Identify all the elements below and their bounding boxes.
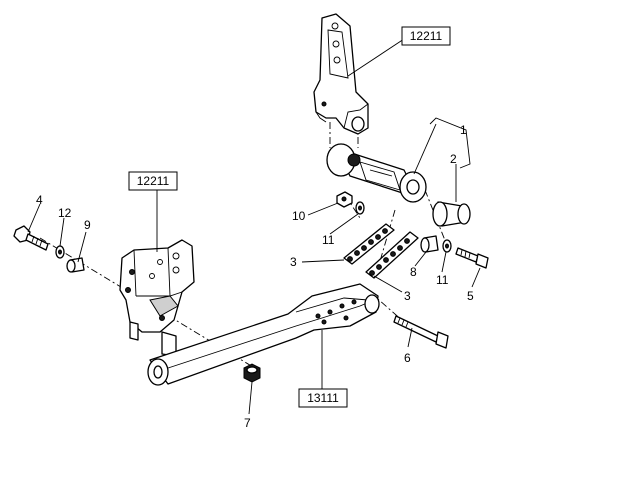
callout-3-upper: 3 [290, 255, 297, 269]
link-3-upper [343, 223, 395, 265]
ref-box-bottom: 13111 [298, 388, 348, 408]
callout-7: 7 [244, 416, 251, 430]
callout-2: 2 [450, 152, 457, 166]
link-3-lower [365, 231, 419, 279]
callout-5: 5 [467, 289, 474, 303]
washer-11-upper [355, 201, 365, 215]
ref-label-left: 12211 [137, 174, 170, 188]
callout-8: 8 [410, 265, 417, 279]
bolt-5 [455, 247, 489, 269]
torsion-arm [326, 143, 427, 203]
callout-11-lower: 11 [436, 273, 449, 287]
washer-12 [55, 245, 65, 259]
ref-label-bottom: 13111 [307, 391, 339, 405]
nut-7 [243, 363, 261, 383]
lower-arm [147, 283, 380, 386]
callout-9: 9 [84, 218, 91, 232]
ref-box-top: 12211 [401, 26, 451, 46]
leader-lines [27, 38, 481, 415]
side-bracket [119, 239, 195, 357]
ref-box-left: 12211 [128, 171, 178, 191]
callout-6: 6 [404, 351, 411, 365]
nut-10 [336, 191, 353, 208]
callout-1: 1 [460, 123, 467, 137]
callout-10: 10 [292, 209, 306, 223]
bolt-6 [393, 315, 449, 349]
upper-bracket [313, 13, 369, 135]
spacer-8 [420, 235, 439, 253]
callout-11-upper: 11 [322, 233, 335, 247]
bushing-9 [66, 257, 85, 273]
bushing-2 [432, 201, 471, 227]
callout-12: 12 [58, 206, 72, 220]
washer-11-lower [442, 239, 452, 253]
ref-label-top: 12211 [410, 29, 443, 43]
callout-numbers: 1 2 3 3 4 5 6 7 8 9 10 11 11 12 [36, 123, 474, 430]
callout-3-lower: 3 [404, 289, 411, 303]
bolt-4 [13, 225, 49, 251]
callout-4: 4 [36, 193, 43, 207]
